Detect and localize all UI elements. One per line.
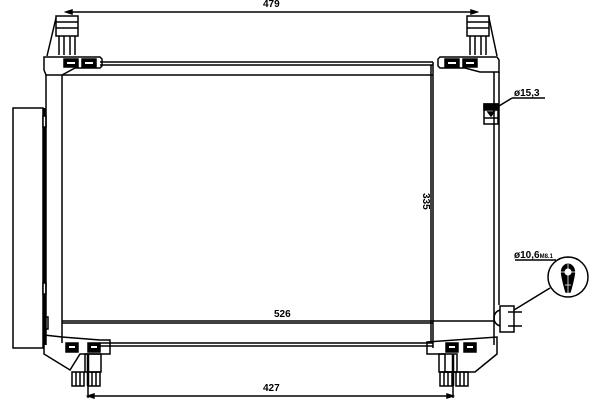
dimension-top-width: 479 [263,0,280,10]
bracket-top-left [43,15,103,76]
inlet-port [483,97,545,125]
bracket-bottom-left [43,316,111,387]
left-side-panel [12,107,47,349]
outlet-diameter-callout: ø10,6M8.1 [514,251,553,261]
outlet-diameter-sub: M8.1 [539,254,553,260]
inlet-diameter-callout: ø15,3 [514,88,540,99]
left-tank [45,75,63,345]
outlet-port [493,256,589,333]
dimension-height: 335 [420,193,431,210]
outlet-diameter-main: ø10,6 [514,250,540,261]
core [62,61,433,347]
dim-bottom-427 [85,386,456,400]
dim-top-479 [63,8,480,16]
bracket-top-right [437,15,500,73]
dimension-bottom-width: 427 [263,383,280,394]
bracket-bottom-right [426,336,498,387]
dimension-core-width: 526 [274,309,291,320]
